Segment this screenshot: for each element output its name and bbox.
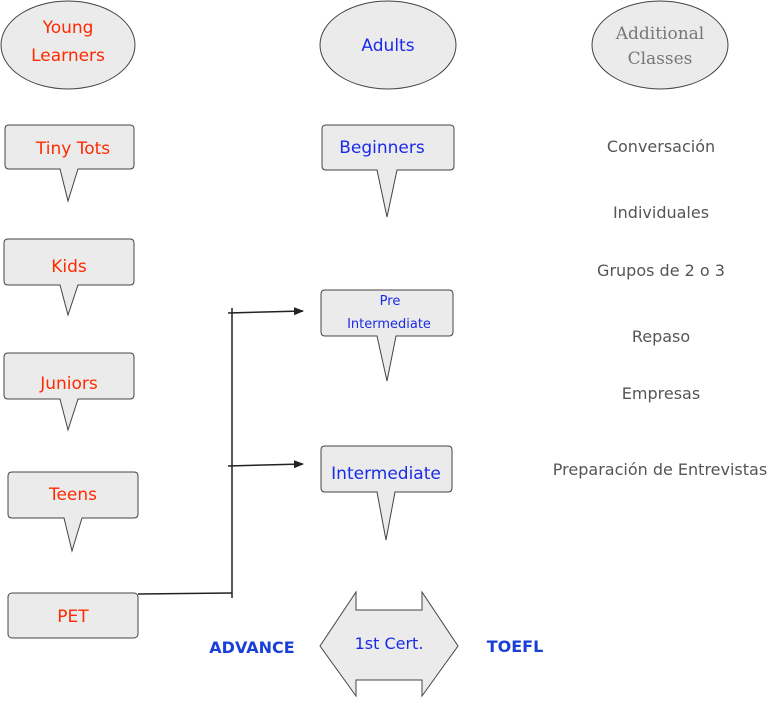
callout-juniors: Juniors xyxy=(3,352,135,432)
pre-intermediate-line2: Intermediate xyxy=(347,317,431,332)
additional-item-grupos: Grupos de 2 o 3 xyxy=(597,261,725,280)
juniors-label: Juniors xyxy=(39,374,98,394)
advance-label: ADVANCE xyxy=(209,638,294,657)
young-learners-line2: Learners xyxy=(31,46,105,66)
beginners-label: Beginners xyxy=(339,138,425,158)
arrow-to-pre-intermediate xyxy=(227,307,304,316)
additional-header-line1: Additional xyxy=(615,24,705,44)
toefl-label: TOEFL xyxy=(487,637,544,656)
additional-item-empresas: Empresas xyxy=(622,384,700,403)
callout-tiny-tots: Tiny Tots xyxy=(4,124,135,203)
callout-beginners: Beginners xyxy=(321,124,455,218)
adults-header-label: Adults xyxy=(361,36,414,56)
pre-intermediate-line1: Pre xyxy=(380,294,401,309)
pet-label: PET xyxy=(57,607,89,627)
arrow-to-intermediate xyxy=(227,460,304,469)
young-learners-header: Young Learners xyxy=(0,0,136,90)
additional-item-entrevistas: Preparación de Entrevistas xyxy=(553,460,767,479)
first-cert-label: 1st Cert. xyxy=(355,634,424,653)
additional-header-line2: Classes xyxy=(628,49,693,69)
callout-intermediate: Intermediate xyxy=(320,445,453,541)
first-cert-double-arrow: 1st Cert. xyxy=(319,590,459,698)
connector-lines xyxy=(137,307,304,598)
box-pet: PET xyxy=(7,592,139,639)
callout-pre-intermediate: Pre Intermediate xyxy=(320,289,454,382)
additional-classes-header: Additional Classes xyxy=(591,0,729,90)
additional-item-individuales: Individuales xyxy=(613,203,709,222)
intermediate-label: Intermediate xyxy=(331,464,441,484)
additional-classes-list: Conversación Individuales Grupos de 2 o … xyxy=(553,137,767,479)
callout-teens: Teens xyxy=(7,471,139,553)
callout-kids: Kids xyxy=(3,238,135,317)
tiny-tots-label: Tiny Tots xyxy=(35,139,110,159)
adults-header: Adults xyxy=(319,0,457,90)
young-learners-line1: Young xyxy=(42,18,94,38)
teens-label: Teens xyxy=(48,485,97,505)
additional-item-conversacion: Conversación xyxy=(607,137,715,156)
additional-item-repaso: Repaso xyxy=(632,327,690,346)
kids-label: Kids xyxy=(51,257,87,277)
